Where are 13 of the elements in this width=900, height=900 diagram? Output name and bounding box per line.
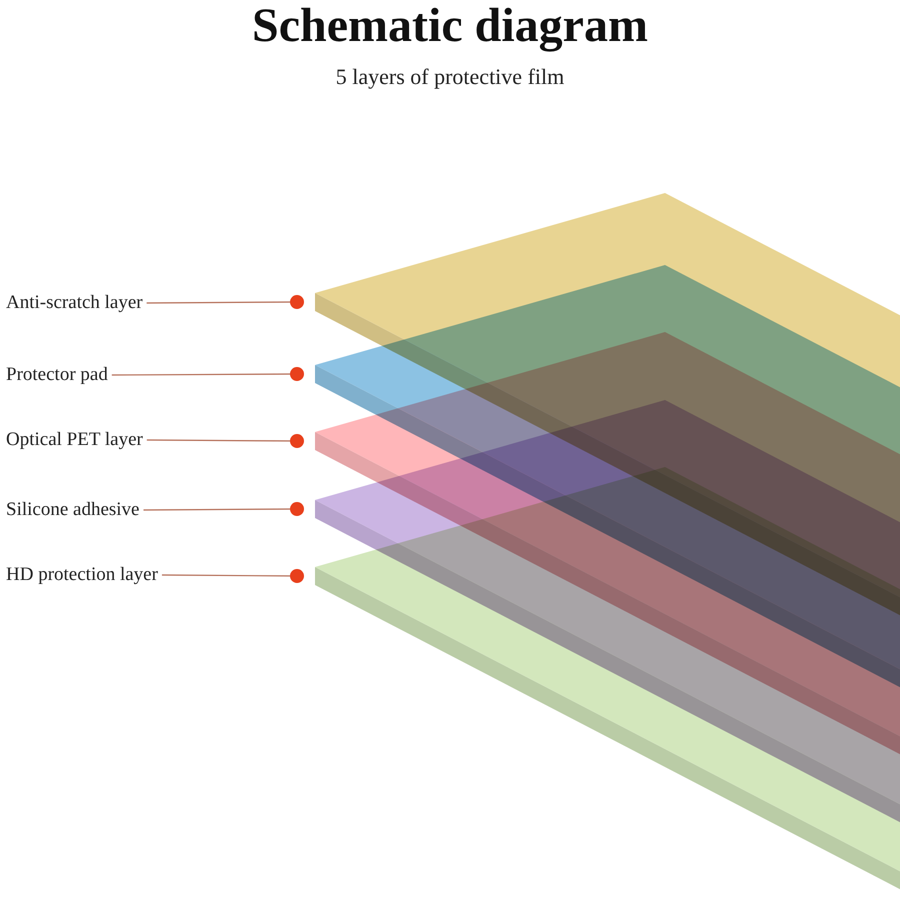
leader-line [162, 569, 304, 583]
leader-line [112, 367, 304, 381]
film-layer [315, 193, 900, 616]
leader-line [144, 502, 304, 516]
layer-label: Protector pad [6, 364, 108, 386]
title: Schematic diagram [251, 0, 649, 53]
leader-line [146, 434, 304, 448]
subtitle: 5 layers of protective film [334, 64, 566, 90]
layer-label: HD protection layer [6, 564, 158, 586]
leader-line [146, 295, 304, 309]
layer-label: Silicone adhesive [6, 499, 140, 521]
layer-label: Optical PET layer [6, 429, 143, 451]
layer-label: Anti-scratch layer [6, 292, 143, 314]
